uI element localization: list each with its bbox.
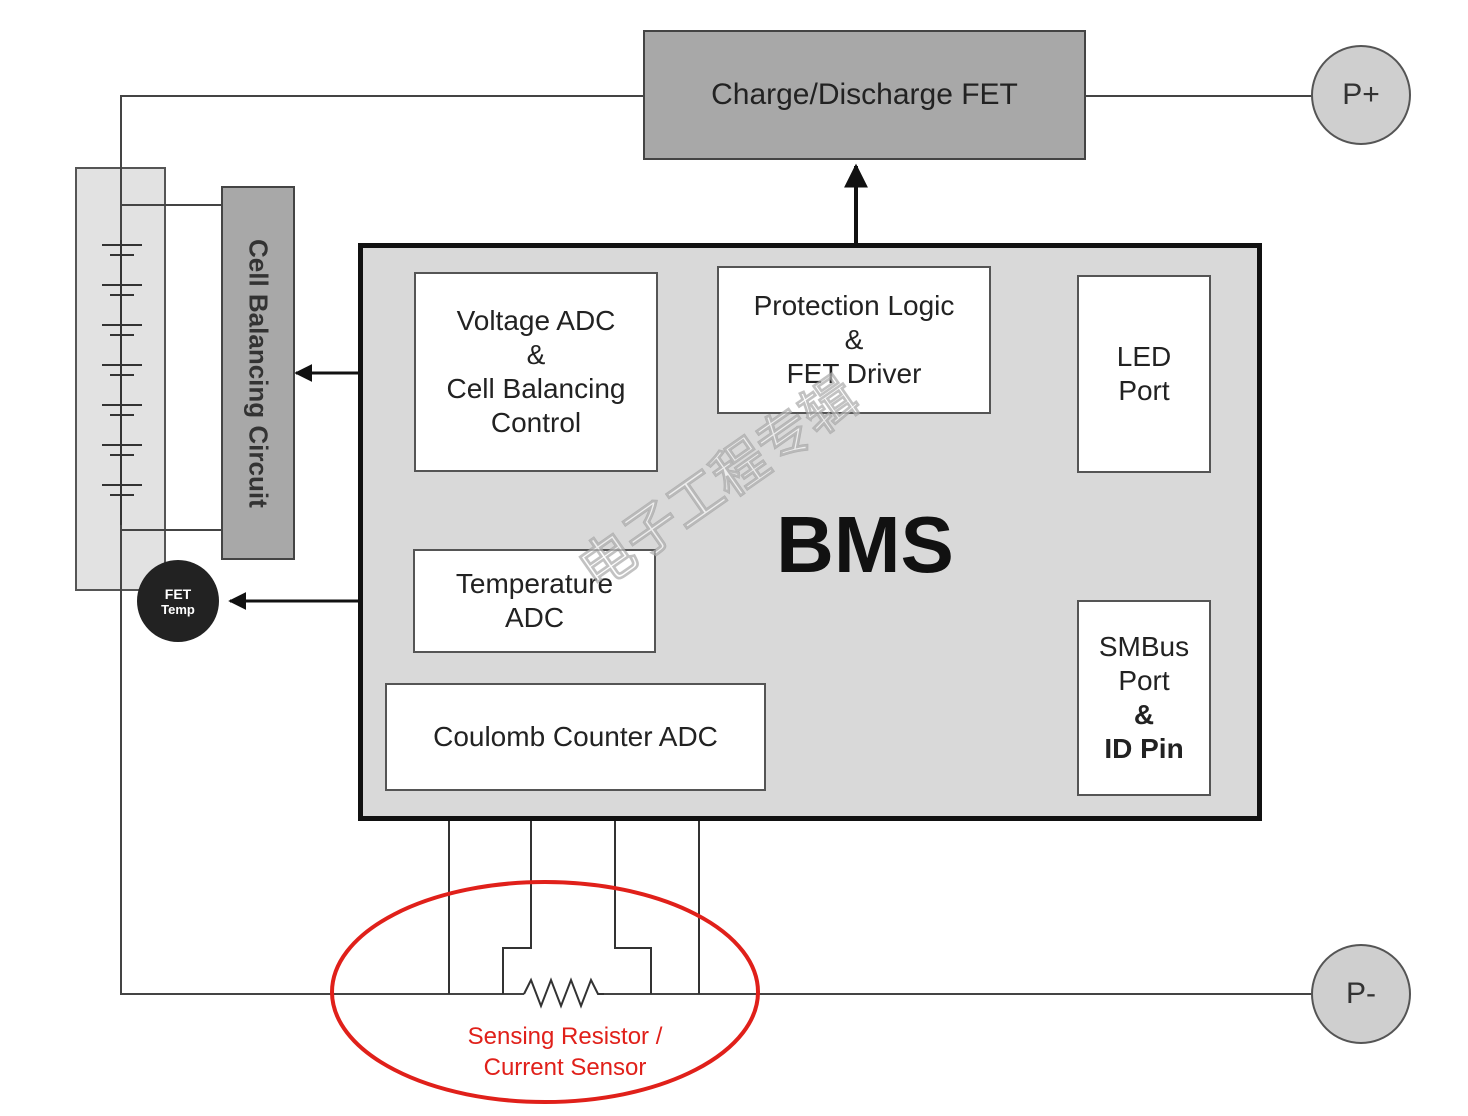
- terminal-negative: P-: [1311, 944, 1411, 1044]
- terminal-positive: P+: [1311, 45, 1411, 145]
- sensing-highlight: [330, 880, 760, 1104]
- voltage-adc-block: Voltage ADC & Cell Balancing Control: [414, 272, 658, 472]
- led-port-line-1: LED: [1116, 341, 1172, 372]
- smbus-line-3: &: [1133, 699, 1155, 730]
- smbus-line-1: SMBus: [1098, 631, 1190, 662]
- lead-2: [502, 790, 532, 994]
- protection-line-2: &: [844, 324, 864, 355]
- sensing-label-line-1: Sensing Resistor /: [467, 1023, 663, 1050]
- bms-title: BMS: [740, 495, 990, 595]
- fet-temp-line-2: Temp: [161, 601, 195, 617]
- charge-discharge-fet: Charge/Discharge FET: [643, 30, 1086, 160]
- cell-balancing-label: Cell Balancing Circuit: [243, 238, 274, 508]
- voltage-adc-line-3: Cell Balancing: [446, 373, 626, 404]
- lead-3: [614, 790, 652, 994]
- cell-balancing-circuit: Cell Balancing Circuit: [221, 186, 295, 560]
- coulomb-counter-label: Coulomb Counter ADC: [433, 721, 718, 752]
- temperature-adc-line-1: Temperature: [455, 568, 614, 599]
- terminal-positive-label: P+: [1342, 78, 1380, 111]
- cell-symbols: [102, 244, 142, 496]
- voltage-adc-line-2: &: [526, 339, 546, 370]
- sensing-resistor-label: Sensing Resistor / Current Sensor: [400, 1020, 730, 1084]
- smbus-line-2: Port: [1118, 665, 1170, 696]
- voltage-adc-line-4: Control: [490, 407, 582, 438]
- wire-bottom: [120, 530, 524, 995]
- bms-label: BMS: [776, 500, 954, 589]
- sensing-resistor: [523, 977, 604, 1009]
- fet-temp-line-1: FET: [164, 585, 192, 602]
- terminal-negative-label: P-: [1346, 977, 1376, 1010]
- protection-line-1: Protection Logic: [753, 290, 955, 321]
- temperature-adc-block: Temperature ADC: [413, 549, 656, 653]
- smbus-port-block: SMBus Port & ID Pin: [1077, 600, 1211, 796]
- fet-temp-sensor: FET Temp: [137, 560, 219, 642]
- protection-logic-block: Protection Logic & FET Driver: [717, 266, 991, 414]
- charge-fet-label: Charge/Discharge FET: [711, 78, 1018, 111]
- voltage-adc-line-1: Voltage ADC: [456, 305, 616, 336]
- led-port-line-2: Port: [1118, 375, 1170, 406]
- coulomb-counter-block: Coulomb Counter ADC: [385, 683, 766, 791]
- led-port-block: LED Port: [1077, 275, 1211, 473]
- temperature-adc-line-2: ADC: [504, 602, 565, 633]
- protection-line-3: FET Driver: [786, 358, 922, 389]
- sensing-label-line-2: Current Sensor: [483, 1054, 647, 1081]
- smbus-line-4: ID Pin: [1104, 733, 1184, 764]
